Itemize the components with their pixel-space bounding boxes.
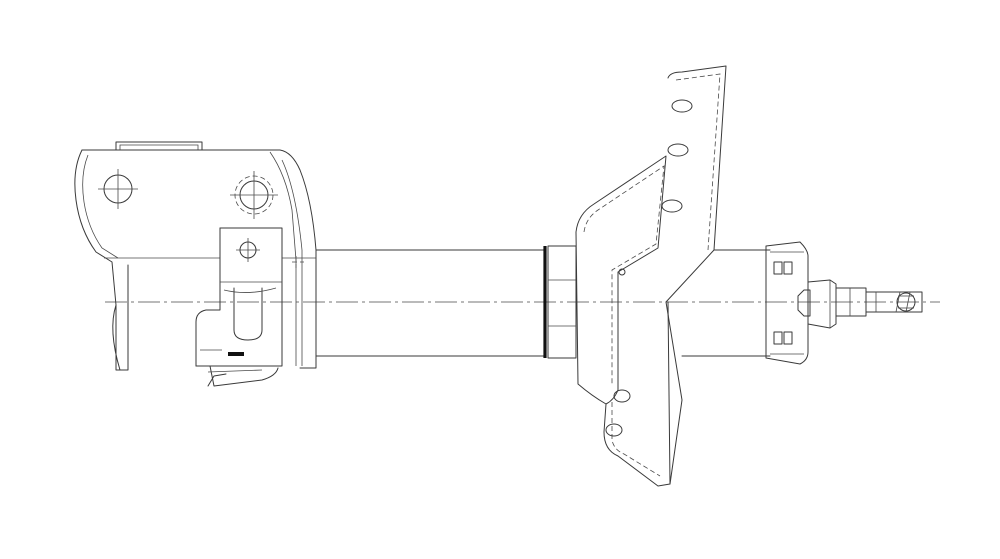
strut-tube [315,249,546,357]
clamp-bracket [195,227,283,367]
top-mount [765,241,811,365]
knuckle-bracket [74,141,317,387]
lower-mount-hole [230,171,278,219]
upper-mount-hole [98,169,138,209]
bracket-dashed-marks [292,256,304,268]
spring-seat-plate [575,65,727,487]
upper-tube [681,249,771,357]
clip-marker [228,352,244,356]
piston-rod [807,279,923,329]
seal-ring [543,245,577,359]
